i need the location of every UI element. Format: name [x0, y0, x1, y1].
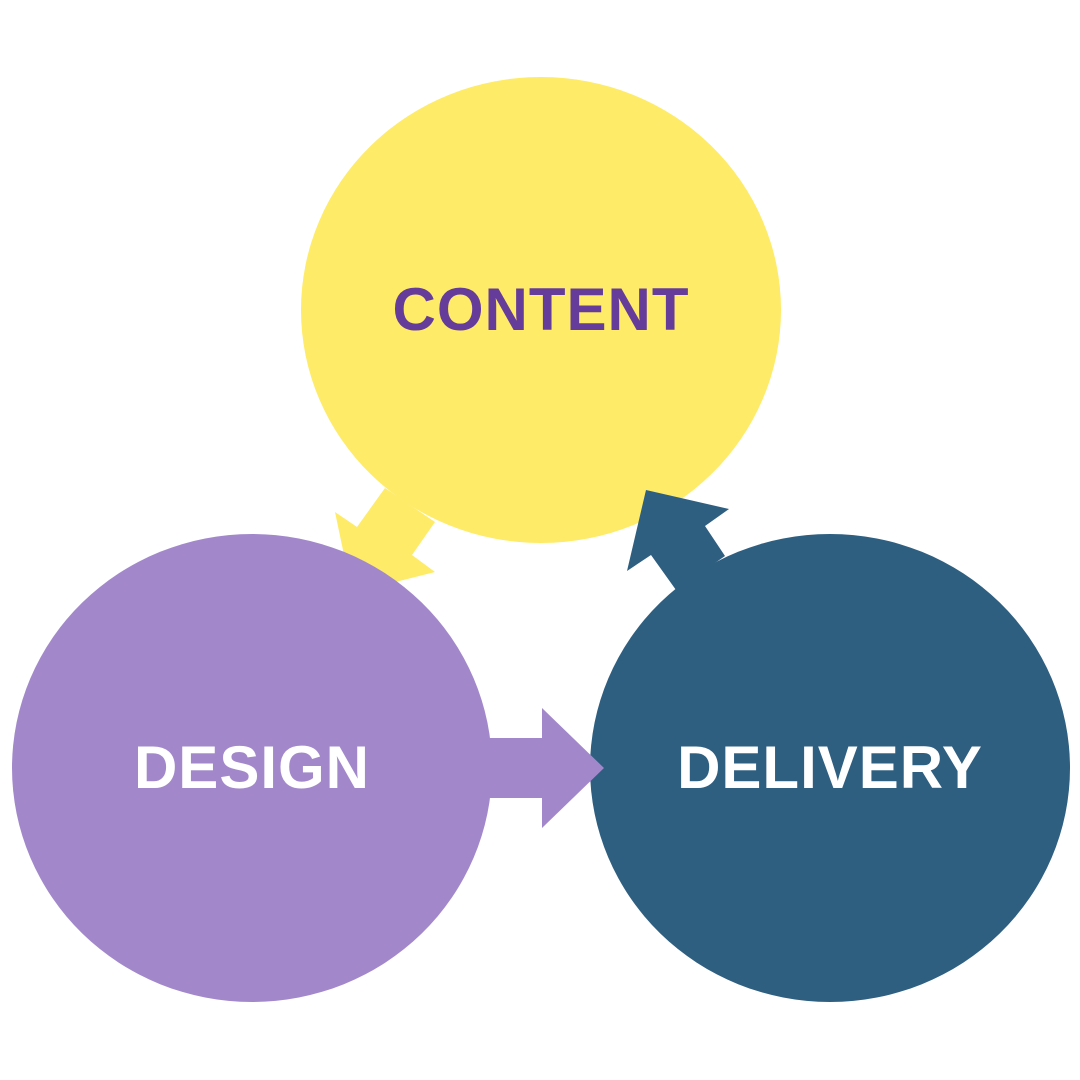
- design-label: DESIGN: [134, 734, 370, 801]
- delivery-label: DELIVERY: [677, 734, 983, 801]
- content-circle: [301, 77, 781, 543]
- arrow-design-to-delivery: [488, 708, 604, 828]
- delivery-circle: [590, 534, 1070, 1002]
- arrow-delivery-to-content: [627, 490, 729, 590]
- design-circle: [12, 534, 492, 1002]
- content-label: CONTENT: [393, 276, 690, 343]
